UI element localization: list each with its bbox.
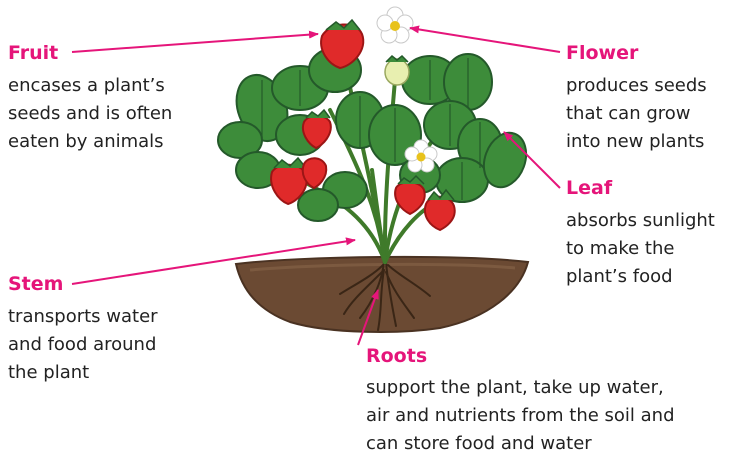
fruit-arrow: [72, 34, 318, 52]
fruit-description: encases a plant’s seeds and is often eat…: [8, 72, 172, 156]
stem-description: transports water and food around the pla…: [8, 303, 158, 387]
flower-title: Flower: [566, 42, 638, 64]
leaf-title: Leaf: [566, 177, 612, 199]
leaf-description: absorbs sunlight to make the plant’s foo…: [566, 207, 715, 291]
stem-title: Stem: [8, 273, 63, 295]
roots-description: support the plant, take up water, air an…: [366, 374, 675, 458]
flower-arrow: [410, 28, 560, 52]
fruit-title: Fruit: [8, 42, 58, 64]
roots-title: Roots: [366, 345, 427, 367]
flower-description: produces seeds that can grow into new pl…: [566, 72, 707, 156]
